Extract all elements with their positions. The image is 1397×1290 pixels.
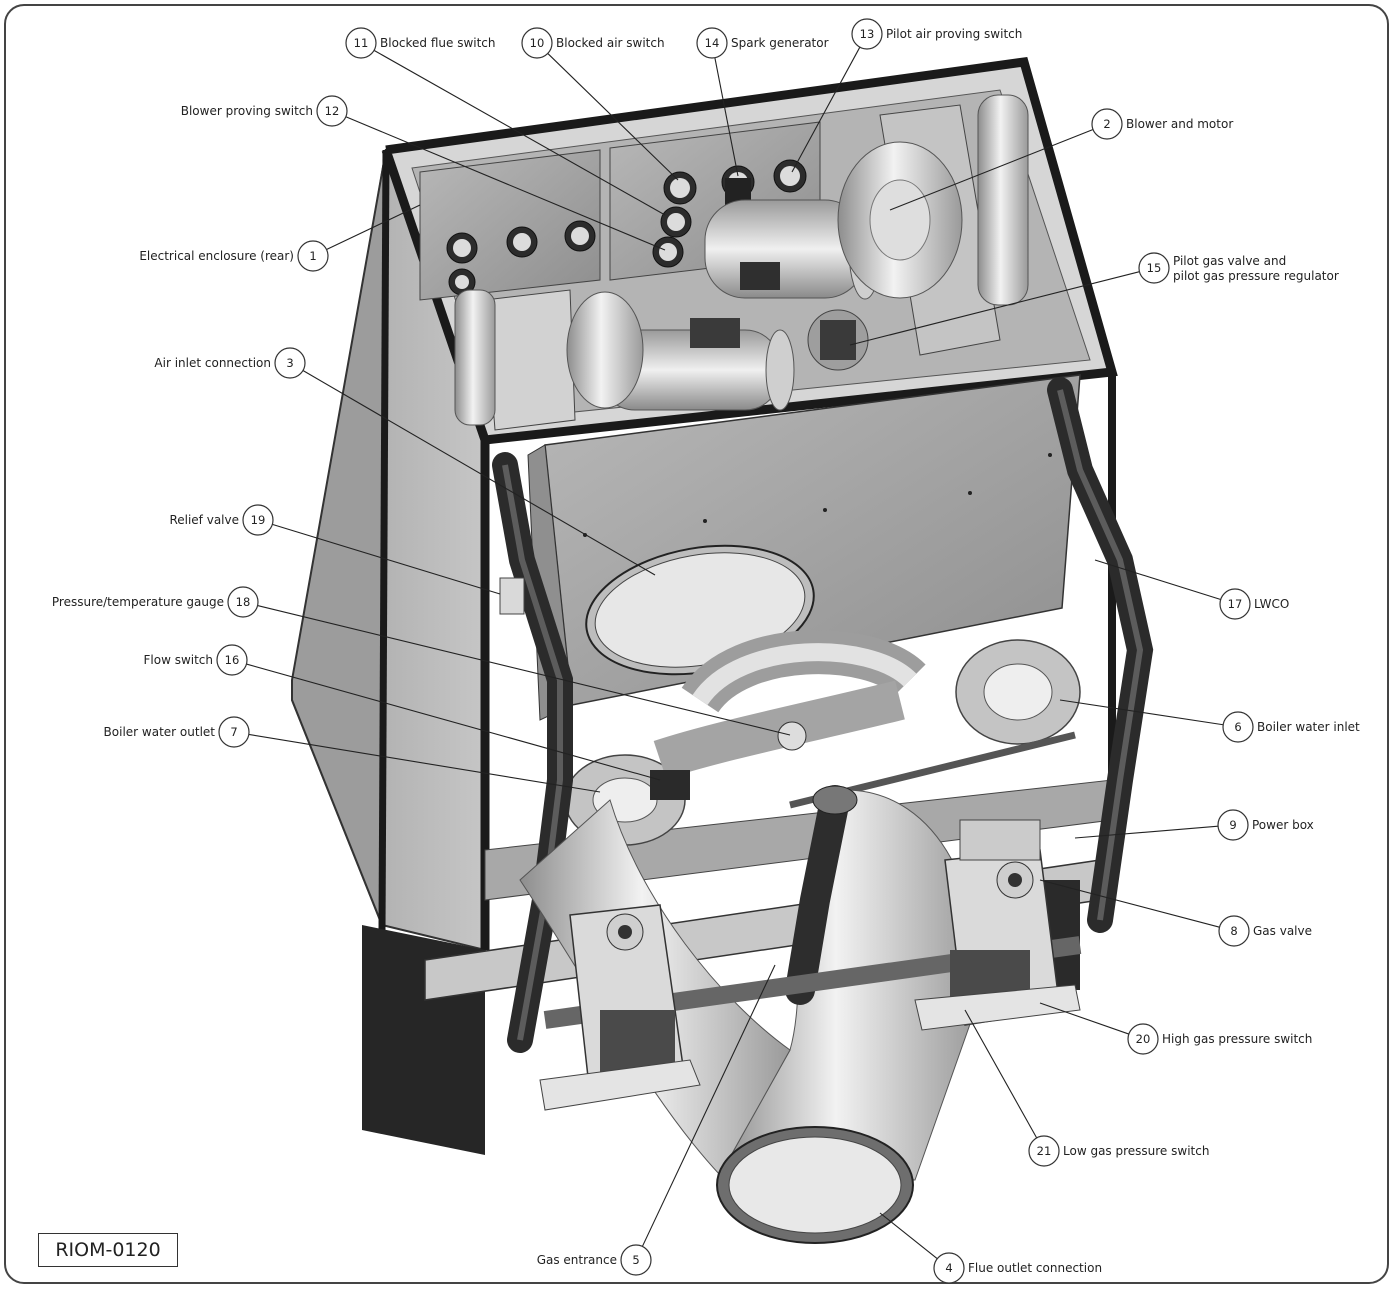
callout-number: 1 (309, 249, 316, 263)
callout-number: 10 (530, 36, 545, 50)
callout-label: Pilot air proving switch (886, 27, 1022, 41)
callout-label: Flue outlet connection (968, 1261, 1102, 1275)
callout-bubble (1127, 1023, 1159, 1055)
callout-label: Electrical enclosure (rear) (139, 249, 294, 263)
callout-label: Blocked air switch (556, 36, 665, 50)
callout-bubble (933, 1252, 965, 1284)
callout-bubble (1091, 108, 1123, 140)
gas-valves (539, 819, 1081, 1111)
callout-number: 14 (705, 36, 720, 50)
callout-leader (248, 733, 601, 793)
callout-label: Air inlet connection (154, 356, 271, 370)
callout-bubble (1218, 915, 1250, 947)
callout-number: 18 (236, 595, 251, 609)
callout-number: 5 (632, 1253, 639, 1267)
callout-leader (849, 271, 1140, 346)
callout-bubble (216, 644, 248, 676)
callout-bubble (1217, 809, 1249, 841)
callout-labels: Electrical enclosure (rear) Blower and mo… (52, 27, 1360, 1275)
callout-leader (791, 46, 861, 173)
callout-label: Gas valve (1253, 924, 1312, 938)
callout-number: 9 (1229, 818, 1236, 832)
callout-leader (345, 116, 666, 251)
callout-label: Blocked flue switch (380, 36, 496, 50)
callout-label: LWCO (1254, 597, 1289, 611)
callout-label: Pressure/temperature gauge (52, 595, 224, 609)
callout-bubble (1222, 711, 1254, 743)
callout-leader (714, 57, 739, 177)
callout-bubble (1028, 1135, 1060, 1167)
callout-bubble (696, 27, 728, 59)
callout-number: 4 (945, 1261, 952, 1275)
callout-bubble (316, 95, 348, 127)
drawing-frame (4, 4, 1389, 1284)
callout-number: 2 (1103, 117, 1110, 131)
callout-leader (889, 129, 1094, 211)
callout-number: 20 (1136, 1032, 1151, 1046)
callout-bubble (242, 504, 274, 536)
callout-label: Low gas pressure switch (1063, 1144, 1209, 1158)
callout-bubble (1138, 252, 1170, 284)
top-components (419, 94, 1029, 431)
callout-leader (879, 1212, 938, 1260)
callout-label: Gas entrance (537, 1253, 617, 1267)
callout-bubble (274, 347, 306, 379)
callout-label: Blower and motor (1126, 117, 1233, 131)
callout-leader (246, 663, 661, 781)
callout-leader (373, 49, 666, 216)
callout-number: 11 (354, 36, 369, 50)
callout-number: 13 (860, 27, 875, 41)
callout-leader (1039, 1002, 1130, 1035)
callout-leader (641, 964, 776, 1247)
callout-label: Boiler water outlet (104, 725, 216, 739)
callout-number: 3 (286, 356, 293, 370)
callout-leader (326, 204, 421, 251)
callout-bubble (227, 586, 259, 618)
callout-label: Spark generator (731, 36, 829, 50)
callout-number: 15 (1147, 261, 1162, 275)
callout-label: Relief valve (169, 513, 239, 527)
callout-label: Blower proving switch (181, 104, 313, 118)
callout-bubble (218, 716, 250, 748)
callout-bubble (521, 27, 553, 59)
callout-number: 6 (1234, 720, 1241, 734)
callout-bubble (620, 1244, 652, 1276)
callout-bubble (297, 240, 329, 272)
drawing-code: RIOM-0120 (38, 1233, 178, 1267)
callout-leader (272, 523, 501, 595)
callout-number: 7 (230, 725, 237, 739)
callout-label: Power box (1252, 818, 1314, 832)
callout-number: 16 (225, 653, 240, 667)
callout-label: Flow switch (143, 653, 213, 667)
callout-number: 17 (1228, 597, 1243, 611)
callout-leader (257, 605, 791, 736)
callout-number: 21 (1037, 1144, 1052, 1158)
callout-label: Boiler water inlet (1257, 720, 1360, 734)
callout-leaders (246, 46, 1224, 1260)
callout-bubble (851, 18, 883, 50)
callout-leader (1039, 879, 1220, 928)
callout-label-line2: pilot gas pressure regulator (1173, 269, 1339, 283)
callout-leader (964, 1009, 1038, 1139)
callout-number: 12 (325, 104, 340, 118)
callout-leader (547, 53, 679, 181)
callout-bubble (345, 27, 377, 59)
water-piping (492, 377, 1154, 1053)
callout-leader (1074, 825, 1219, 839)
callout-leader (302, 370, 656, 576)
callout-leader (1059, 699, 1224, 726)
callout-number: 19 (251, 513, 266, 527)
callout-leader (1094, 559, 1221, 601)
callout-label: Pilot gas valve and (1173, 254, 1286, 268)
callout-bubble (1219, 588, 1251, 620)
callout-label: High gas pressure switch (1162, 1032, 1312, 1046)
callout-number: 8 (1230, 924, 1237, 938)
